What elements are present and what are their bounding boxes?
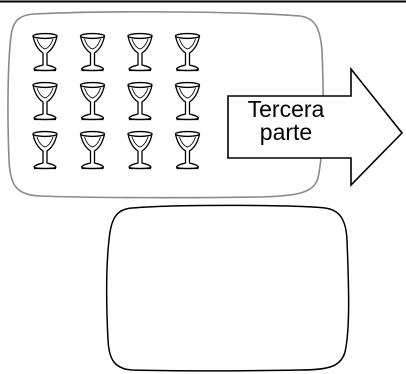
wine-glass-icon	[79, 32, 106, 72]
wine-glass-icon	[32, 130, 58, 170]
glasses-frame	[7, 11, 324, 199]
empty-frame	[105, 204, 350, 372]
wine-glass-icon	[127, 130, 153, 170]
wine-glass-icon	[127, 81, 153, 121]
wine-glass-icon	[174, 130, 201, 170]
wine-glass-icon	[32, 81, 58, 121]
arrow-shape	[227, 66, 404, 187]
arrow-label-line1: Tercera	[247, 96, 325, 122]
wine-glass-icon	[127, 32, 153, 72]
wine-glass-grid	[32, 32, 201, 170]
arrow-label: Tercera parte	[236, 98, 336, 144]
wine-glass-icon	[79, 130, 106, 170]
wine-glass-icon	[79, 81, 106, 121]
arrow-label-line2: parte	[259, 119, 313, 145]
wine-glass-icon	[32, 32, 58, 72]
wine-glass-icon	[174, 32, 201, 72]
wine-glass-icon	[174, 81, 201, 121]
